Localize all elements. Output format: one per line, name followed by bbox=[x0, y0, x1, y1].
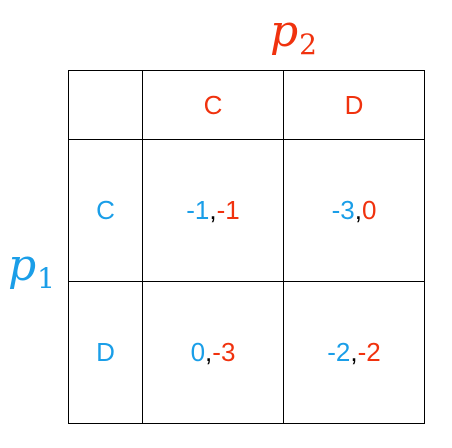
payoff-p1: -2 bbox=[327, 337, 351, 367]
payoff-p1: -1 bbox=[186, 195, 210, 225]
player-2-label: p2 bbox=[270, 10, 317, 59]
payoff-p2: 0 bbox=[361, 195, 377, 225]
matrix-row-d: D 0,-3 -2,-2 bbox=[68, 281, 425, 424]
corner-cell bbox=[68, 70, 143, 140]
column-header-d: D bbox=[283, 70, 425, 140]
payoff-cell-c-c: -1,-1 bbox=[142, 139, 284, 282]
payoff-cell-d-d: -2,-2 bbox=[283, 281, 425, 424]
payoff-separator: , bbox=[209, 195, 217, 225]
payoff-separator: , bbox=[350, 337, 358, 367]
column-header-c: C bbox=[142, 70, 284, 140]
payoff-p2: -2 bbox=[357, 337, 381, 367]
payoff-p1: -3 bbox=[331, 195, 355, 225]
payoff-cell-c-d: -3,0 bbox=[283, 139, 425, 282]
payoff-matrix: C D C -1,-1 -3,0 D 0,-3 -2,-2 bbox=[68, 70, 425, 424]
player-1-label: p1 bbox=[8, 244, 55, 293]
payoff-cell-d-c: 0,-3 bbox=[142, 281, 284, 424]
player-2-subscript: 2 bbox=[299, 28, 317, 61]
payoff-separator: , bbox=[205, 337, 213, 367]
player-1-subscript: 1 bbox=[37, 262, 55, 295]
payoff-separator: , bbox=[354, 195, 362, 225]
player-2-symbol: p bbox=[270, 6, 299, 57]
payoff-p2: -1 bbox=[216, 195, 240, 225]
header-row: C D bbox=[68, 70, 425, 140]
matrix-row-c: C -1,-1 -3,0 bbox=[68, 139, 425, 282]
player-1-symbol: p bbox=[8, 240, 37, 291]
row-header-c: C bbox=[68, 139, 143, 282]
payoff-p1: 0 bbox=[190, 337, 206, 367]
payoff-p2: -3 bbox=[212, 337, 236, 367]
row-header-d: D bbox=[68, 281, 143, 424]
